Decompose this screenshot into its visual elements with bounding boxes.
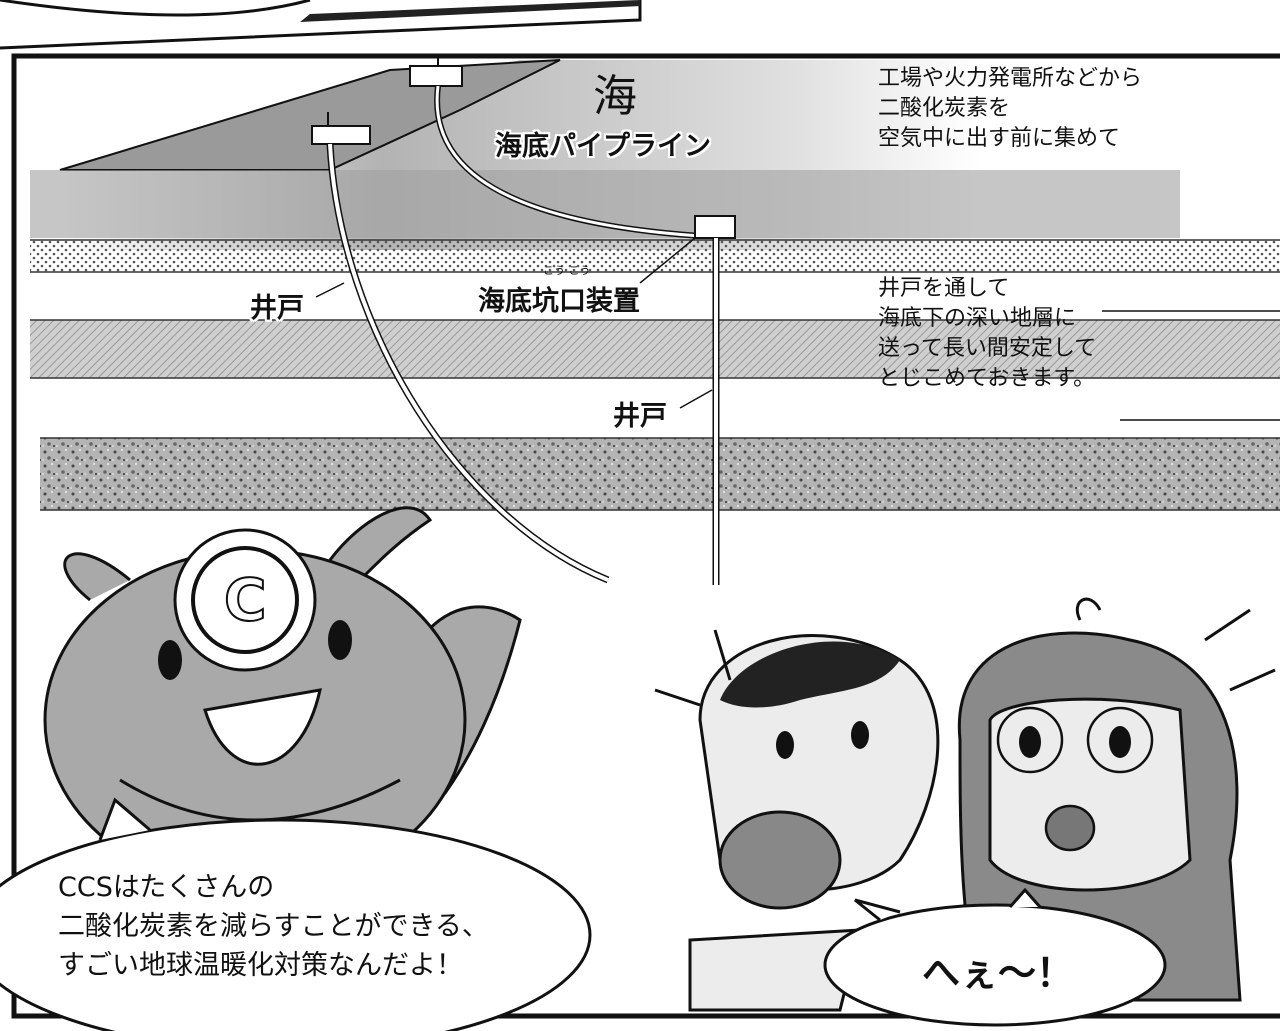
kids-speech-bubble bbox=[823, 887, 1167, 1027]
boy-character bbox=[688, 634, 940, 1012]
wellhead-label: 海底坑口装置 bbox=[478, 286, 640, 317]
kids-speech-text: へぇ〜！ bbox=[922, 951, 1075, 995]
mascot-speech-text: CCSはたくさんの 二酸化炭素を減らすことができる、 すごい地球温暖化対策なんだ… bbox=[58, 868, 489, 985]
well-right-label: 井戸 bbox=[613, 401, 667, 432]
caption-mid: 井戸を通して 海底下の深い地層に 送って長い間安定して とじこめておきます。 bbox=[878, 274, 1096, 394]
speech-line: すごい地球温暖化対策なんだよ！ bbox=[58, 950, 463, 981]
pipeline-label: 海底パイプライン bbox=[495, 131, 711, 162]
mascot-emblem-letter: C bbox=[223, 565, 268, 635]
caption-line: 二酸化炭素を bbox=[878, 96, 1011, 121]
well-left-label: 井戸 bbox=[250, 293, 304, 324]
sea-label: 海 bbox=[593, 71, 637, 122]
mascot-character bbox=[43, 506, 522, 892]
caption-line: 井戸を通して bbox=[878, 276, 1010, 301]
caption-line: 工場や火力発電所などから bbox=[878, 66, 1143, 91]
caption-line: 空気中に出す前に集めて bbox=[878, 126, 1121, 151]
caption-line: 海底下の深い地層に bbox=[878, 306, 1077, 331]
caption-line: 送って長い間安定して bbox=[878, 336, 1097, 361]
speech-line: 二酸化炭素を減らすことができる、 bbox=[58, 911, 489, 942]
caption-line: とじこめておきます。 bbox=[878, 366, 1096, 391]
caption-top: 工場や火力発電所などから 二酸化炭素を 空気中に出す前に集めて bbox=[878, 64, 1142, 154]
mascot-speech-bubble bbox=[0, 797, 592, 1031]
speech-line: CCSはたくさんの bbox=[58, 872, 275, 903]
platform-left-icon bbox=[311, 112, 371, 145]
wellhead-icon bbox=[694, 215, 736, 239]
wellhead-ruby: こう こう bbox=[543, 264, 591, 277]
mascot-emblem bbox=[173, 528, 317, 672]
